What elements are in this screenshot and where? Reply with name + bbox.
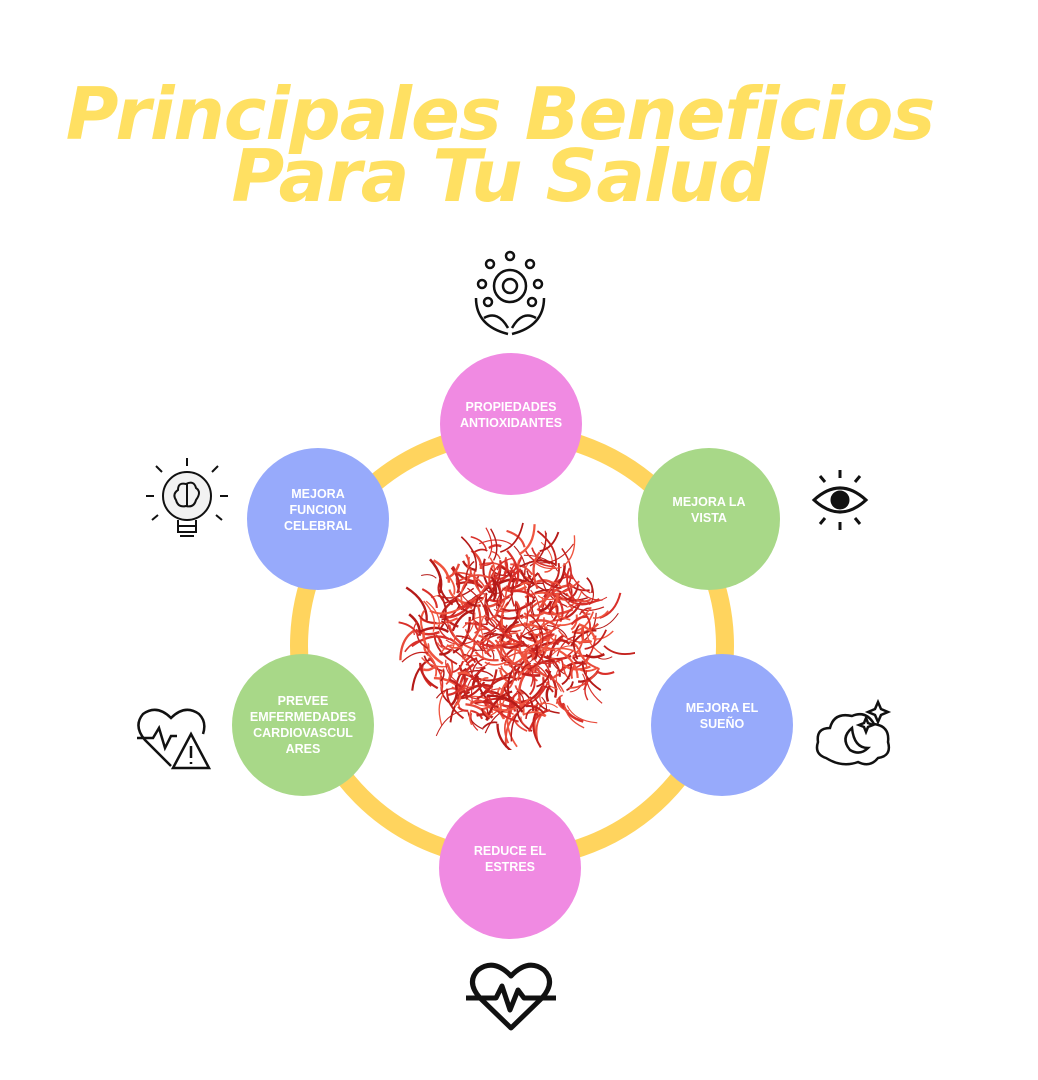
benefit-cardiovasculares: PREVEE EMFERMEDADES CARDIOVASCUL ARES bbox=[232, 654, 374, 796]
eye-icon bbox=[811, 470, 869, 530]
benefit-estres: REDUCE EL ESTRES bbox=[439, 797, 581, 939]
title-line-1: Principales Beneficios bbox=[65, 72, 935, 156]
benefit-label: REDUCE EL ESTRES bbox=[473, 844, 547, 874]
benefit-label: MEJORA FUNCION CELEBRAL bbox=[283, 487, 353, 533]
benefit-label: MEJORA LA VISTA bbox=[672, 495, 746, 525]
moon-cloud-icon bbox=[815, 698, 892, 766]
benefit-label: PREVEE EMFERMEDADES CARDIOVASCUL ARES bbox=[249, 694, 357, 756]
saffron-image bbox=[398, 522, 635, 750]
heartbeat-icon bbox=[466, 962, 556, 1031]
title-line-2: Para Tu Salud bbox=[231, 134, 770, 218]
heart-warning-icon bbox=[137, 708, 211, 770]
benefit-funcion-celebral: MEJORA FUNCION CELEBRAL bbox=[247, 448, 389, 590]
brain-bulb-icon bbox=[146, 458, 228, 537]
benefit-label: MEJORA EL SUEÑO bbox=[685, 701, 759, 731]
benefit-vista: MEJORA LA VISTA bbox=[638, 448, 780, 590]
benefit-label: PROPIEDADES ANTIOXIDANTES bbox=[459, 400, 563, 430]
benefit-sueno: MEJORA EL SUEÑO bbox=[651, 654, 793, 796]
antioxidant-hands-icon bbox=[474, 250, 546, 336]
benefit-antioxidantes: PROPIEDADES ANTIOXIDANTES bbox=[440, 353, 582, 495]
